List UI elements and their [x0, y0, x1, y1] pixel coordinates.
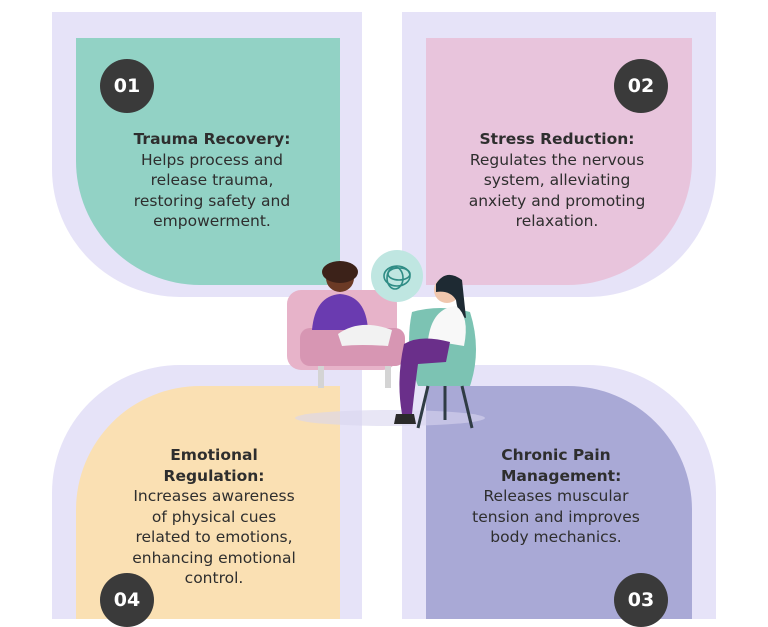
card-3-number-badge: 03 [614, 573, 668, 627]
card-1-number-badge: 01 [100, 59, 154, 113]
tangled-thoughts-icon [383, 265, 411, 290]
card-2-number-badge: 02 [614, 59, 668, 113]
card-2-description: Regulates the nervous system, alleviatin… [468, 150, 646, 231]
card-2-text: Stress Reduction: Regulates the nervous … [466, 129, 648, 232]
card-3-description: Releases muscular tension and improves b… [472, 487, 640, 546]
card-3-text: Chronic Pain Management: Releases muscul… [470, 445, 642, 548]
therapy-session-illustration [287, 250, 485, 429]
card-3-title: Chronic Pain Management: [501, 446, 622, 485]
card-4-number-badge: 04 [100, 573, 154, 627]
leaf-3 [426, 386, 692, 619]
leaf-4 [76, 386, 340, 619]
card-4-title: Emotional Regulation: [163, 446, 265, 485]
card-2-title: Stress Reduction: [479, 130, 635, 148]
card-4-text: Emotional Regulation: Increases awarenes… [128, 445, 300, 589]
card-1-text: Trauma Recovery: Helps process and relea… [126, 129, 298, 232]
card-4-description: Increases awareness of physical cues rel… [132, 487, 296, 587]
card-1-description: Helps process and release trauma, restor… [133, 150, 291, 231]
card-1-title: Trauma Recovery: [133, 130, 291, 148]
